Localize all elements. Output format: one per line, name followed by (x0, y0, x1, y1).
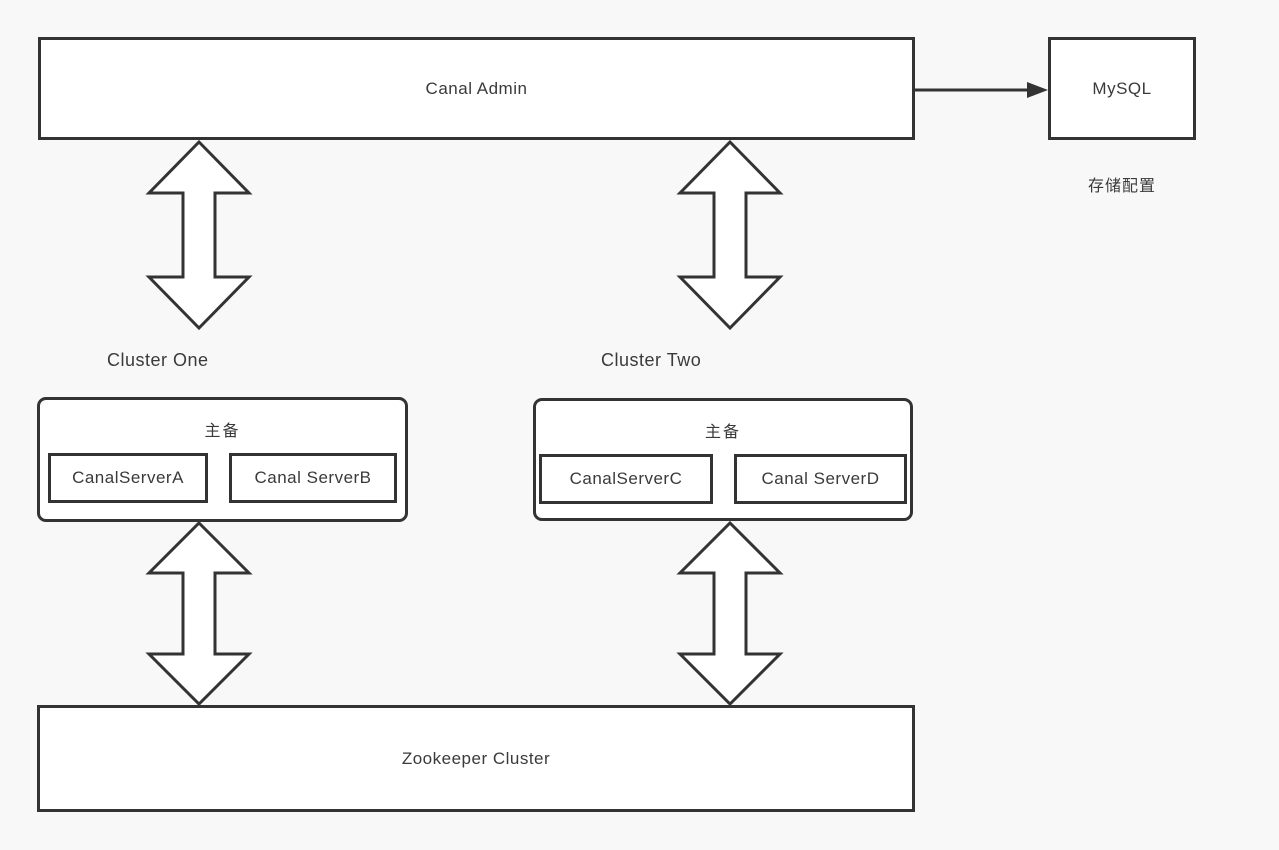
server-box-canal-server-b: Canal ServerB (229, 453, 397, 503)
zookeeper-cluster-box: Zookeeper Cluster (37, 705, 915, 812)
canal-admin-box: Canal Admin (38, 37, 915, 140)
bidirectional-arrow-icon (145, 520, 253, 707)
bidirectional-arrow-icon (145, 139, 253, 331)
canal-admin-label: Canal Admin (425, 78, 528, 98)
cluster-one-box: 主备 CanalServerA Canal ServerB (37, 397, 408, 522)
cluster-one-servers: CanalServerA Canal ServerB (40, 453, 405, 503)
cluster-two-label: Cluster Two (601, 350, 702, 370)
bidirectional-arrow-icon (676, 520, 784, 707)
zookeeper-cluster-label: Zookeeper Cluster (401, 748, 551, 768)
mysql-label: MySQL (1092, 78, 1152, 98)
server-box-canal-server-d: Canal ServerD (734, 454, 907, 504)
bidirectional-arrow-icon (676, 139, 784, 331)
server-box-canal-server-a: CanalServerA (48, 453, 208, 503)
cluster-two-box: 主备 CanalServerC Canal ServerD (533, 398, 913, 521)
arrow-right-icon (915, 82, 1048, 98)
mysql-box: MySQL (1048, 37, 1196, 140)
server-box-canal-server-c: CanalServerC (539, 454, 713, 504)
cluster-two-servers: CanalServerC Canal ServerD (536, 454, 910, 504)
cluster-one-label: Cluster One (107, 350, 209, 370)
cluster-one-mode-label: 主备 (204, 423, 241, 440)
cluster-two-mode-label: 主备 (704, 424, 741, 441)
storage-config-caption: 存储配置 (1087, 178, 1156, 195)
